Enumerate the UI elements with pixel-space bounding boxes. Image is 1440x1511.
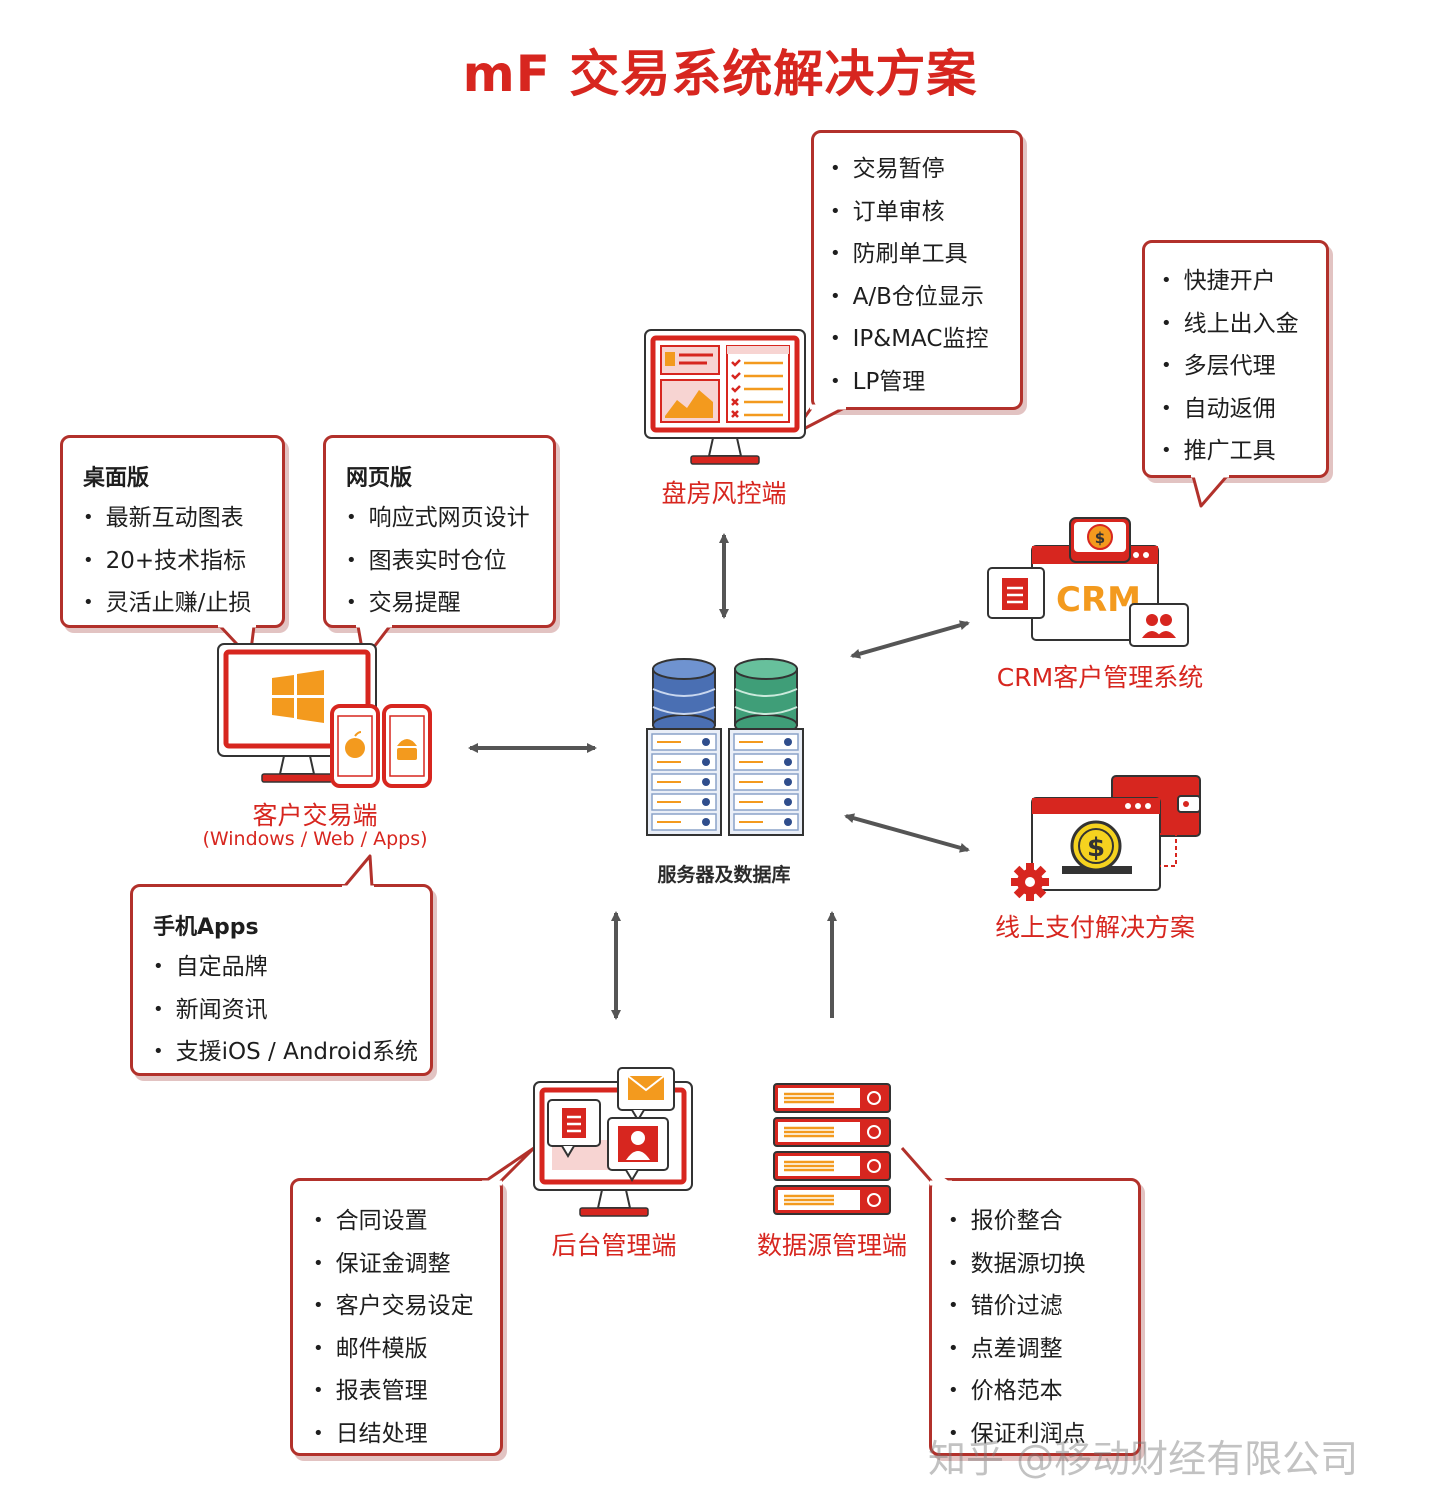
list-item: 交易暂停 xyxy=(830,149,1020,192)
callout-mobile-features: 手机Apps 自定品牌 新闻资讯 支援iOS / Android系统 xyxy=(130,884,433,1076)
crm-text: CRM xyxy=(1056,580,1141,620)
list-item: 多层代理 xyxy=(1161,346,1326,389)
list-item: 自定品牌 xyxy=(153,947,430,990)
node-label-risk: 盘房风控端 xyxy=(661,479,787,508)
server-database-icon xyxy=(646,658,804,836)
callout-heading: 网页版 xyxy=(346,466,413,491)
list-item: 订单审核 xyxy=(830,192,1020,235)
risk-monitor-icon xyxy=(644,329,806,465)
node-label-server: 服务器及数据库 xyxy=(657,864,791,886)
node-label-client-platforms: (Windows / Web / Apps) xyxy=(202,828,428,850)
crm-icon: CRM $ xyxy=(987,517,1189,647)
arrow-crm-server xyxy=(850,620,970,659)
list-item: 合同设置 xyxy=(313,1201,500,1244)
list-item: 最新互动图表 xyxy=(83,498,282,541)
watermark: 知乎 @移动财经有限公司 xyxy=(928,1437,1359,1481)
payment-icon: $ xyxy=(1011,775,1201,901)
list-item: 响应式网页设计 xyxy=(346,498,553,541)
page-title: mF 交易系统解决方案 xyxy=(462,45,978,103)
callout-tail xyxy=(482,1146,536,1186)
list-item: IP&MAC监控 xyxy=(830,319,1020,362)
list-item: 错价过滤 xyxy=(948,1286,1138,1329)
arrow-payment-server xyxy=(844,813,970,853)
callout-tail xyxy=(342,854,374,891)
node-label-client: 客户交易端 xyxy=(252,801,378,830)
datasource-server-icon xyxy=(773,1083,891,1215)
list-item: 报表管理 xyxy=(313,1371,500,1414)
list-item: 支援iOS / Android系统 xyxy=(153,1032,430,1075)
svg-text:$: $ xyxy=(1087,833,1105,863)
list-item: 数据源切换 xyxy=(948,1244,1138,1287)
list-item: 客户交易设定 xyxy=(313,1286,500,1329)
callout-desktop-features: 桌面版 最新互动图表 20+技术指标 灵活止赚/止损 xyxy=(60,435,285,628)
callout-heading: 手机Apps xyxy=(153,915,259,940)
list-item: 保证金调整 xyxy=(313,1244,500,1287)
list-item: LP管理 xyxy=(830,362,1020,405)
list-item: 自动返佣 xyxy=(1161,389,1326,432)
node-label-crm: CRM客户管理系统 xyxy=(996,663,1204,692)
list-item: A/B仓位显示 xyxy=(830,277,1020,320)
callout-backend-features: 合同设置 保证金调整 客户交易设定 邮件模版 报表管理 日结处理 xyxy=(290,1178,503,1456)
list-item: 20+技术指标 xyxy=(83,541,282,584)
node-label-backend: 后台管理端 xyxy=(551,1231,677,1260)
backend-monitor-icon xyxy=(533,1067,693,1217)
list-item: 图表实时仓位 xyxy=(346,541,553,584)
list-item: 线上出入金 xyxy=(1161,304,1326,347)
callout-heading: 桌面版 xyxy=(83,466,150,491)
list-item: 报价整合 xyxy=(948,1201,1138,1244)
list-item: 防刷单工具 xyxy=(830,234,1020,277)
callout-datasource-features: 报价整合 数据源切换 错价过滤 点差调整 价格范本 保证利润点 xyxy=(929,1178,1141,1456)
list-item: 灵活止赚/止损 xyxy=(83,583,282,626)
list-item: 价格范本 xyxy=(948,1371,1138,1414)
list-item: 快捷开户 xyxy=(1161,261,1326,304)
callout-risk-features: 交易暂停 订单审核 防刷单工具 A/B仓位显示 IP&MAC监控 LP管理 xyxy=(811,130,1023,410)
list-item: 推广工具 xyxy=(1161,431,1326,474)
node-label-datasource: 数据源管理端 xyxy=(756,1231,907,1260)
callout-web-features: 网页版 响应式网页设计 图表实时仓位 交易提醒 xyxy=(323,435,556,628)
node-label-payment: 线上支付解决方案 xyxy=(994,913,1195,942)
list-item: 保证利润点 xyxy=(948,1414,1138,1457)
svg-text:$: $ xyxy=(1095,529,1105,547)
callout-crm-features: 快捷开户 线上出入金 多层代理 自动返佣 推广工具 xyxy=(1142,240,1329,478)
list-item: 交易提醒 xyxy=(346,583,553,626)
client-devices-icon xyxy=(217,643,432,788)
list-item: 日结处理 xyxy=(313,1414,500,1457)
list-item: 邮件模版 xyxy=(313,1329,500,1372)
list-item: 点差调整 xyxy=(948,1329,1138,1372)
list-item: 新闻资讯 xyxy=(153,990,430,1033)
callout-tail xyxy=(900,1147,952,1186)
callout-tail xyxy=(1191,472,1229,508)
